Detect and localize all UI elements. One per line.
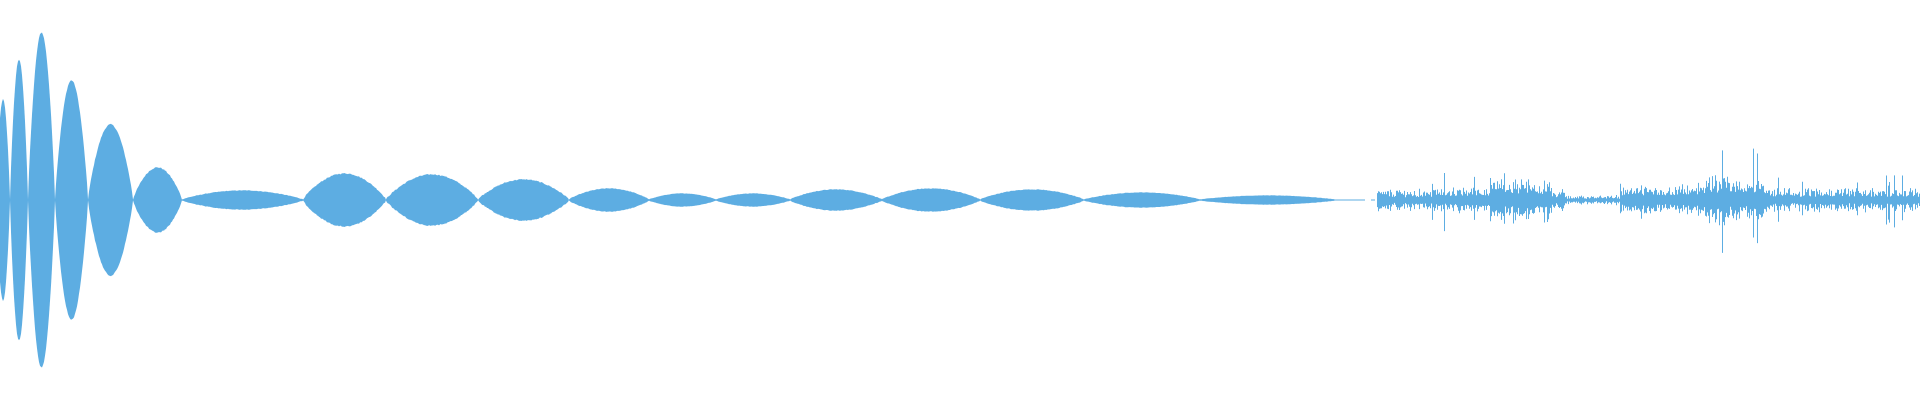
waveform-lobe <box>55 80 88 320</box>
waveform-noise-segment <box>1565 195 1620 206</box>
waveform-lobe <box>478 179 569 221</box>
waveform-lobe <box>980 189 1084 211</box>
waveform-lobe <box>303 173 386 227</box>
waveform-lobe <box>790 189 882 211</box>
waveform-lobe <box>0 98 10 302</box>
waveform-noise-section <box>1377 148 1920 253</box>
waveform-noise-segment <box>1377 183 1440 220</box>
waveform-lobe <box>882 188 980 212</box>
waveform-lobe <box>1200 195 1335 205</box>
waveform-lobe <box>182 190 303 210</box>
waveform-lobe <box>133 167 182 233</box>
waveform-noise-segment <box>1770 175 1920 228</box>
waveform-noise-segment <box>1440 173 1490 232</box>
waveform-noise-segment <box>1550 188 1565 213</box>
waveform-lobe <box>386 174 478 226</box>
waveform-lobe <box>10 59 28 341</box>
waveform-lobe <box>716 193 790 207</box>
waveform-noise-segment <box>1680 182 1700 216</box>
waveform-noise-segment <box>1700 148 1770 253</box>
waveform-noise-segment <box>1620 183 1680 219</box>
waveform-lobe <box>28 32 55 368</box>
waveform-tonal-section <box>0 32 1377 368</box>
waveform-lobe <box>88 123 133 277</box>
waveform-noise-segment <box>1490 173 1550 224</box>
waveform-lobe <box>1084 192 1200 208</box>
waveform-lobe <box>649 193 716 207</box>
waveform-lobe <box>569 188 649 212</box>
